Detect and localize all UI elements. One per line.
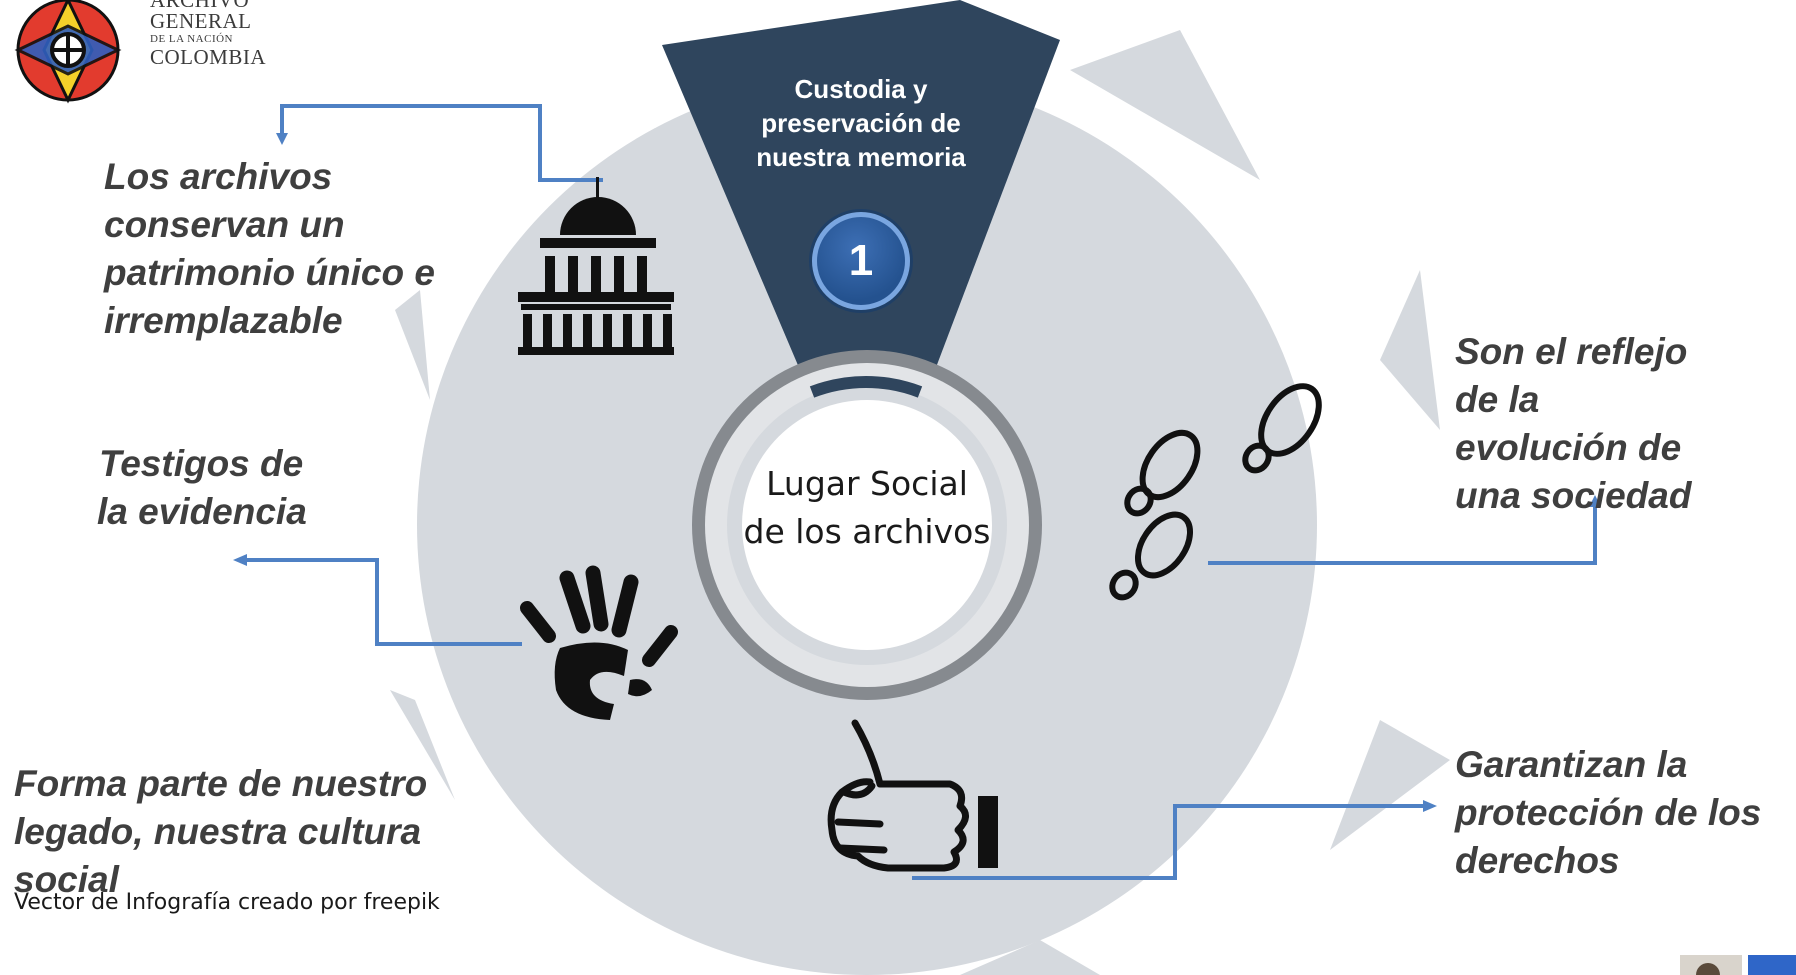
label-testigos: Testigos de la evidencia	[97, 440, 307, 536]
label-derechos: Garantizan la protección de los derechos	[1455, 741, 1761, 885]
label-archivos-line-3: patrimonio único e	[104, 252, 435, 293]
label-reflejo-line-1: Son el reflejo	[1455, 331, 1688, 372]
center-line-2: de los archivos	[743, 512, 991, 551]
logo-emblem	[14, 0, 122, 104]
logo-line-3: DE LA NACIÓN	[150, 33, 233, 45]
label-testigos-line-2: la evidencia	[97, 491, 307, 532]
logo-wordmark: ARCHIVO GENERAL DE LA NACIÓN COLOMBIA	[150, 0, 266, 68]
thumbs-up-cuff	[978, 796, 998, 868]
label-derechos-line-2: protección de los	[1455, 792, 1762, 833]
label-legado: Forma parte de nuestro legado, nuestra c…	[14, 760, 427, 904]
label-derechos-line-3: derechos	[1455, 840, 1620, 881]
logo: ARCHIVO GENERAL DE LA NACIÓN COLOMBIA	[12, 0, 292, 104]
label-archivos-line-1: Los archivos	[104, 156, 333, 197]
top-segment-line-2: preservación de	[761, 108, 961, 138]
center-label: Lugar Social de los archivos	[737, 460, 997, 556]
connectors	[245, 104, 1597, 880]
label-reflejo-line-2: de la	[1455, 379, 1540, 420]
center-line-1: Lugar Social	[766, 464, 968, 503]
building-icon	[518, 177, 674, 355]
label-reflejo-line-3: evolución de	[1455, 427, 1682, 468]
step-number-badge: 1	[812, 212, 910, 310]
label-archivos: Los archivos conservan un patrimonio úni…	[104, 153, 435, 345]
connector-testigos	[245, 558, 522, 646]
top-segment	[662, 0, 1060, 370]
connector-derechos	[912, 804, 1425, 880]
connector-arrowheads	[233, 133, 1601, 812]
label-archivos-line-4: irremplazable	[104, 300, 343, 341]
label-testigos-line-1: Testigos de	[99, 443, 304, 484]
thumbs-up-icon	[827, 719, 969, 872]
credit-text: Vector de Infografía creado por freepik	[14, 890, 440, 915]
footprints-icon	[1109, 383, 1322, 601]
top-segment-line-1: Custodia y	[794, 74, 928, 104]
connector-archivos	[280, 104, 603, 182]
logo-line-1: ARCHIVO	[150, 0, 250, 12]
label-legado-line-1: Forma parte de nuestro	[14, 763, 428, 804]
label-legado-line-3: social	[14, 859, 119, 900]
connector-reflejo	[1208, 505, 1597, 565]
inner-disc	[742, 400, 992, 650]
label-derechos-line-1: Garantizan la	[1455, 744, 1688, 785]
label-legado-line-2: legado, nuestra cultura	[14, 811, 422, 852]
label-reflejo-line-4: una sociedad	[1455, 475, 1692, 516]
label-reflejo: Son el reflejo de la evolución de una so…	[1455, 328, 1691, 520]
logo-line-4: COLOMBIA	[150, 45, 267, 69]
corner-thumbnail	[1680, 955, 1796, 975]
top-segment-title: Custodia y preservación de nuestra memor…	[718, 72, 1004, 174]
top-segment-line-3: nuestra memoria	[756, 142, 966, 172]
inner-ring-accent	[809, 376, 923, 398]
label-archivos-line-2: conservan un	[104, 204, 345, 245]
hand-icon	[520, 565, 678, 720]
logo-line-2: GENERAL	[150, 9, 252, 33]
